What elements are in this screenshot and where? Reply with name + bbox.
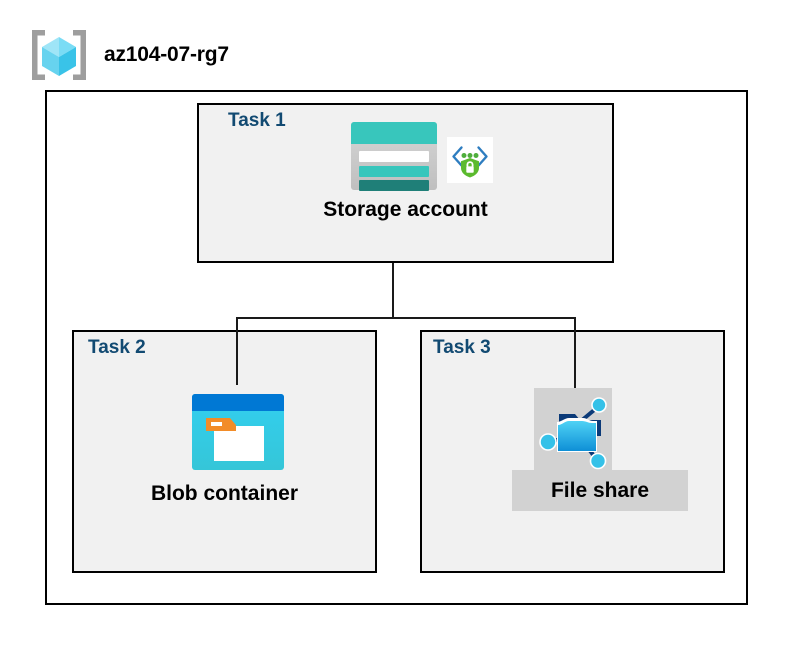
- blob-container-label: Blob container: [150, 482, 298, 505]
- file-share-label: File share: [512, 470, 688, 511]
- file-share-icon: [539, 392, 611, 470]
- task-1-label: Task 1: [228, 110, 286, 131]
- storage-account-label: Storage account: [323, 198, 488, 221]
- connector-to-blob-container: [236, 317, 238, 385]
- resource-group-title: az104-07-rg7: [104, 43, 229, 66]
- secure-endpoint-shield-icon: [447, 137, 493, 183]
- resource-group-cube-icon: [28, 26, 90, 84]
- connector-storage-trunk: [392, 263, 394, 318]
- task-2-label: Task 2: [88, 337, 146, 358]
- connector-to-file-share: [574, 317, 576, 391]
- resource-group-header: az104-07-rg7: [28, 24, 229, 86]
- blob-container-icon: [192, 394, 284, 470]
- task-3-label: Task 3: [433, 337, 491, 358]
- connector-horizontal-bar: [236, 317, 576, 319]
- storage-account-icon: [351, 122, 437, 191]
